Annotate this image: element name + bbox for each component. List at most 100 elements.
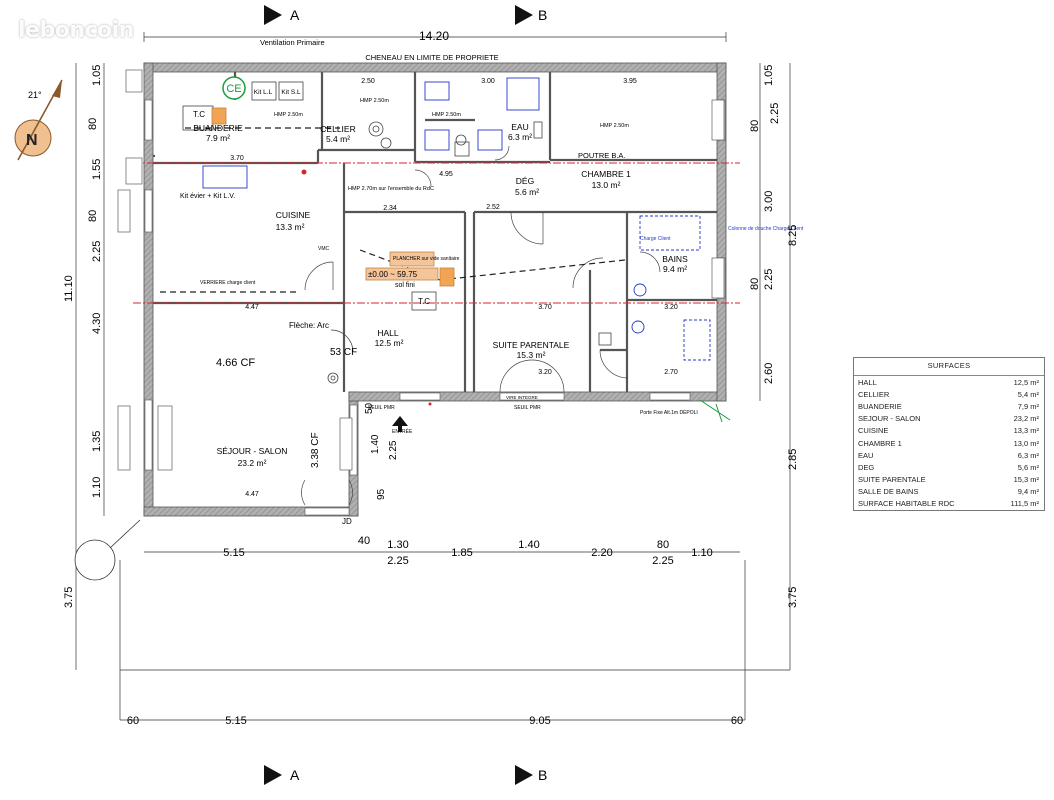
dim-top-6: 2.34 — [383, 205, 397, 212]
dim-right-9: 2.85 — [787, 449, 799, 470]
dim-top-5: 2.52 — [486, 204, 500, 211]
dim-left-4: 80 — [87, 210, 99, 222]
dim-bottom-7: 1.10 — [691, 547, 712, 559]
surface-value: 13,3 m² — [1013, 426, 1039, 436]
gutter-label: CHENEAU EN LIMITE DE PROPRIETE — [365, 53, 498, 62]
room-bains-area: 9.4 m² — [663, 264, 687, 274]
dim-left-9: 1.10 — [91, 477, 103, 498]
dim-inner-6: 3.20 — [664, 304, 678, 311]
surface-value: 5,6 m² — [1017, 462, 1039, 472]
room-deg-name: DÉG — [516, 176, 534, 186]
red-marks — [301, 169, 432, 406]
north-angle: 21° — [28, 90, 42, 100]
surface-value: 5,4 m² — [1017, 389, 1039, 399]
section-markers — [264, 5, 533, 785]
room-chambre1-name: CHAMBRE 1 — [581, 169, 631, 179]
dim-right-2: 2.25 — [769, 103, 781, 124]
surface-value: 9,4 m² — [1017, 487, 1039, 497]
room-eau-name: EAU — [511, 122, 528, 132]
dimension-ticks — [75, 32, 791, 721]
hmp-label-1: HMP 2.50m — [360, 98, 389, 104]
room-deg-area: 5.6 m² — [515, 187, 539, 197]
hmp-label-4: HMP 2.50m — [432, 112, 461, 118]
room-bains-name: BAINS — [662, 254, 688, 264]
surface-name: DEG — [858, 462, 875, 472]
charge-client-label: Charge Client — [640, 236, 671, 242]
surface-name: SALLE DE BAINS — [858, 487, 919, 497]
north-compass-icon: N — [14, 79, 63, 161]
dim-bottom-3: 1.85 — [451, 547, 472, 559]
room-eau-area: 6.3 m² — [508, 132, 532, 142]
section-lines — [133, 162, 740, 304]
dim-inner-1: 4.47 — [245, 304, 259, 311]
dim-bottom-2: 1.30 — [387, 539, 408, 551]
entry-arrow-stem — [398, 426, 402, 432]
room-sejour-name: SÉJOUR - SALON — [217, 446, 288, 456]
tc-label: T.C — [193, 110, 205, 119]
dim-left-10: 3.75 — [63, 587, 75, 608]
surface-row: SALLE DE BAINS 9,4 m² — [854, 486, 1044, 498]
dim-bottom-5: 2.20 — [591, 547, 612, 559]
jd-label: JD — [342, 517, 352, 526]
cf-label-2: 3.38 CF — [310, 432, 321, 468]
hmp-hall-label: HMP 2.70m sur l'ensemble du RdC — [348, 186, 434, 192]
sol-fini-label: sol fini — [395, 282, 415, 289]
room-cellier-area: 5.4 m² — [326, 134, 350, 144]
seuil-label-2: SEUIL PMR — [514, 405, 541, 411]
dim-bottom-6: 80 — [657, 539, 669, 551]
room-cuisine-area: 13.3 m² — [276, 222, 305, 232]
vire-integre-label: VIRE INTEGRE — [506, 395, 538, 400]
dim-misc-3: 95 — [376, 488, 387, 500]
stamp-leader — [109, 519, 141, 549]
poutre-label: POUTRE B.A. — [578, 151, 626, 160]
entree-label: ENTRÉE — [392, 428, 413, 435]
surface-row: DEG 5,6 m² — [854, 461, 1044, 473]
dim-right-1: 1.05 — [763, 65, 775, 86]
hmp-label-3: HMP 2.50m — [274, 112, 303, 118]
plancher-label: PLANCHER sur vide sanitaire — [393, 256, 460, 262]
dim-bottom2-1: 2.25 — [387, 555, 408, 567]
dim-right-10: 3.75 — [787, 587, 799, 608]
kit-sl-label: Kit S.L — [281, 89, 301, 96]
dim-misc-2: 1.40 — [370, 434, 381, 454]
room-buanderie-name: BUANDERIE — [193, 123, 243, 133]
cf-label-1: 4.66 CF — [216, 357, 255, 369]
depoli-marker — [699, 399, 731, 423]
dim-inner-2: 3.70 — [538, 304, 552, 311]
dim-left-1: 1.05 — [91, 65, 103, 86]
ce-label: CE — [226, 83, 241, 95]
surfaces-title: SURFACES — [854, 358, 1044, 376]
room-cuisine-name: CUISINE — [276, 210, 311, 220]
room-suite-area: 15.3 m² — [517, 350, 546, 360]
svg-text:N: N — [26, 132, 38, 149]
total-width: 14.20 — [419, 29, 449, 43]
dim-right-6: 2.25 — [763, 269, 775, 290]
dim-bottom-4: 1.40 — [518, 539, 539, 551]
dim-bottom3-1: 60 — [127, 715, 139, 727]
dim-right-4: 3.00 — [763, 191, 775, 212]
surface-value: 13,0 m² — [1013, 438, 1039, 448]
room-suite-name: SUITE PARENTALE — [493, 340, 570, 350]
dim-inner-5: 4.47 — [245, 491, 259, 498]
room-cellier-name: CELLIER — [320, 124, 355, 134]
surface-value: 23,2 m² — [1013, 414, 1039, 424]
kit-evier-label: Kit évier + Kit L.V. — [180, 193, 235, 200]
dim-right-5: 8.25 — [787, 225, 799, 246]
dim-right-3: 80 — [749, 120, 761, 132]
surface-name: HALL — [858, 377, 877, 387]
room-chambre1-area: 13.0 m² — [592, 180, 621, 190]
dim-bottom3-3: 9.05 — [529, 715, 550, 727]
verriere-label: VERRIERE charge client — [200, 280, 256, 286]
dim-top-7: 3.00 — [481, 78, 495, 85]
dim-left-2: 80 — [87, 118, 99, 130]
dim-right-7: 80 — [749, 278, 761, 290]
dim-left-3: 1.55 — [91, 159, 103, 180]
